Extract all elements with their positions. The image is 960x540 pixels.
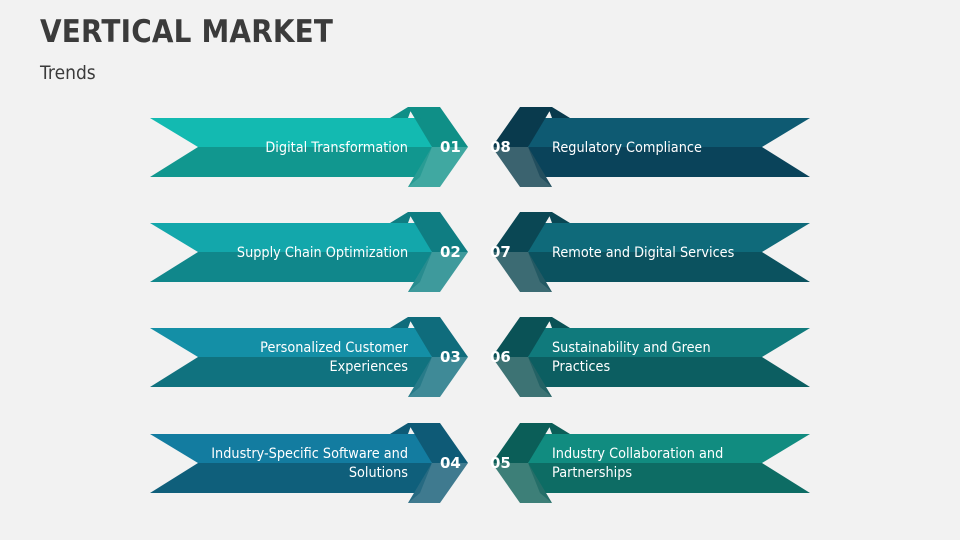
trend-arrow-05: Industry Collaboration and Partnerships … [480, 423, 810, 505]
trend-label: Sustainability and Green Practices [552, 328, 792, 388]
trend-label: Industry-Specific Software and Solutions [168, 434, 408, 494]
trend-arrow-07: Remote and Digital Services 07 [480, 212, 810, 294]
arrow-shape [150, 317, 468, 397]
trend-number: 01 [440, 138, 461, 156]
trend-number: 05 [490, 454, 511, 472]
arrow-shape [150, 107, 468, 187]
trend-arrow-06: Sustainability and Green Practices 06 [480, 317, 810, 399]
arrow-shape [492, 107, 810, 187]
trend-label: Industry Collaboration and Partnerships [552, 434, 792, 494]
trend-label: Digital Transformation [168, 118, 408, 178]
trend-label-text: Regulatory Compliance [552, 139, 702, 156]
trend-number: 08 [490, 138, 511, 156]
trend-number: 03 [440, 348, 461, 366]
arrow-shape [150, 212, 468, 292]
trend-arrow-04: Industry-Specific Software and Solutions… [150, 423, 480, 505]
trend-label: Supply Chain Optimization [168, 223, 408, 283]
arrow-shape [492, 212, 810, 292]
arrow-shape [150, 423, 468, 503]
trend-label-text: Personalized Customer Experiences [260, 340, 408, 375]
trend-number: 07 [490, 243, 511, 261]
arrow-shape [492, 317, 810, 397]
trend-label-text: Sustainability and Green Practices [552, 340, 711, 375]
trend-arrow-02: Supply Chain Optimization 02 [150, 212, 480, 294]
trend-label-text: Industry Collaboration and Partnerships [552, 446, 724, 481]
trend-arrow-08: Regulatory Compliance 08 [480, 107, 810, 189]
trend-label-text: Remote and Digital Services [552, 244, 735, 261]
trend-label: Personalized Customer Experiences [168, 328, 408, 388]
trend-number: 02 [440, 243, 461, 261]
page-subtitle: Trends [40, 62, 96, 84]
page-title: VERTICAL MARKET [40, 14, 334, 50]
trend-label-text: Supply Chain Optimization [236, 244, 408, 261]
trend-label: Regulatory Compliance [552, 118, 792, 178]
trend-arrow-01: Digital Transformation 01 [150, 107, 480, 189]
trend-label-text: Digital Transformation [265, 139, 408, 156]
trend-number: 04 [440, 454, 461, 472]
arrow-shape [492, 423, 810, 503]
trend-label: Remote and Digital Services [552, 223, 792, 283]
trend-number: 06 [490, 348, 511, 366]
trend-arrow-03: Personalized Customer Experiences 03 [150, 317, 480, 399]
trend-label-text: Industry-Specific Software and Solutions [211, 446, 408, 481]
